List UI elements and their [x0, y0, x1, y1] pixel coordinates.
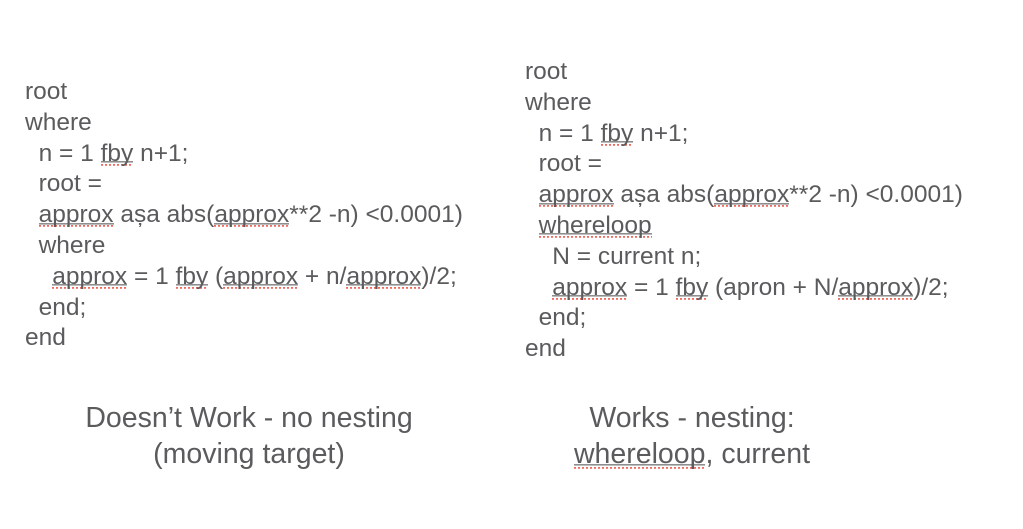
- text-line: where: [25, 108, 463, 139]
- code-block-no-nesting: root where n = 1 fby n+1; root = approx a…: [25, 77, 463, 354]
- caption-nesting: Works - nesting:whereloop, current: [482, 401, 902, 472]
- text-segment: **2 -n) <0.0001): [289, 201, 463, 229]
- text-segment: n+1;: [633, 119, 689, 147]
- text-segment: (moving target): [153, 437, 345, 470]
- text-line: approx = 1 fby (approx + n/approx)/2;: [25, 262, 463, 293]
- text-line: n = 1 fby n+1;: [25, 139, 463, 170]
- text-segment: root: [525, 58, 568, 85]
- text-segment: root =: [525, 150, 602, 178]
- text-segment: n = 1: [25, 139, 101, 167]
- misspelled-word: approx: [838, 273, 914, 301]
- text-segment: = 1: [127, 262, 176, 290]
- misspelled-word: fby: [600, 119, 634, 147]
- misspelled-word: fby: [675, 273, 709, 301]
- misspelled-word: whereloop: [538, 211, 652, 239]
- text-segment: where: [25, 231, 106, 259]
- text-segment: (: [208, 262, 224, 290]
- text-segment: + n/: [298, 262, 347, 290]
- text-line: Doesn’t Work - no nesting: [18, 401, 480, 437]
- text-line: where: [525, 88, 963, 119]
- text-segment: [525, 274, 552, 301]
- text-segment: )/2;: [421, 262, 457, 290]
- text-line: root: [25, 77, 463, 108]
- text-segment: end: [25, 324, 66, 352]
- text-segment: n = 1: [525, 119, 601, 147]
- text-line: end: [525, 334, 963, 365]
- text-segment: Works - nesting:: [589, 402, 795, 434]
- text-line: approx așa abs(approx**2 -n) <0.0001): [25, 200, 463, 231]
- misspelled-word: approx: [214, 201, 290, 229]
- text-line: N = current n;: [525, 242, 963, 273]
- text-line: root: [525, 57, 963, 88]
- text-line: (moving target): [18, 437, 480, 473]
- text-segment: N = current n;: [525, 242, 702, 270]
- misspelled-word: approx: [52, 262, 128, 290]
- text-segment: end;: [525, 304, 587, 332]
- text-line: n = 1 fby n+1;: [525, 119, 963, 150]
- text-line: root =: [525, 149, 963, 180]
- text-segment: Doesn’t Work - no nesting: [85, 402, 413, 434]
- text-segment: end: [525, 335, 566, 363]
- text-line: end: [25, 323, 463, 354]
- text-segment: așa abs(: [613, 181, 715, 209]
- text-line: root =: [25, 169, 463, 200]
- text-segment: = 1: [627, 273, 676, 301]
- text-segment: root =: [25, 170, 102, 198]
- text-segment: [525, 181, 539, 208]
- text-segment: (apron + N/: [708, 273, 839, 301]
- misspelled-word: approx: [538, 181, 614, 209]
- text-line: whereloop, current: [482, 437, 902, 473]
- misspelled-word: approx: [714, 181, 790, 209]
- misspelled-word: fby: [100, 139, 134, 167]
- text-line: approx = 1 fby (apron + N/approx)/2;: [525, 273, 963, 304]
- misspelled-word: fby: [175, 262, 209, 290]
- text-segment: )/2;: [913, 273, 949, 301]
- text-line: whereloop: [525, 211, 963, 242]
- caption-no-nesting: Doesn’t Work - no nesting(moving target): [18, 401, 480, 472]
- text-line: end;: [25, 293, 463, 324]
- text-segment: [25, 263, 52, 290]
- text-segment: root: [25, 78, 68, 105]
- text-line: where: [25, 231, 463, 262]
- text-line: approx așa abs(approx**2 -n) <0.0001): [525, 180, 963, 211]
- misspelled-word: approx: [223, 262, 299, 290]
- text-line: Works - nesting:: [482, 401, 902, 437]
- misspelled-word: whereloop: [573, 437, 706, 470]
- misspelled-word: approx: [38, 201, 114, 229]
- text-line: end;: [525, 303, 963, 334]
- text-segment: , current: [705, 437, 811, 470]
- text-segment: așa abs(: [113, 201, 215, 229]
- text-segment: n+1;: [133, 139, 189, 167]
- text-segment: [525, 212, 539, 239]
- text-segment: where: [25, 108, 92, 136]
- misspelled-word: approx: [346, 262, 422, 290]
- text-segment: end;: [25, 293, 87, 321]
- misspelled-word: approx: [552, 273, 628, 301]
- text-segment: where: [525, 88, 592, 116]
- code-block-nesting: root where n = 1 fby n+1; root = approx a…: [525, 57, 963, 365]
- text-segment: [25, 201, 39, 228]
- text-segment: **2 -n) <0.0001): [789, 181, 963, 209]
